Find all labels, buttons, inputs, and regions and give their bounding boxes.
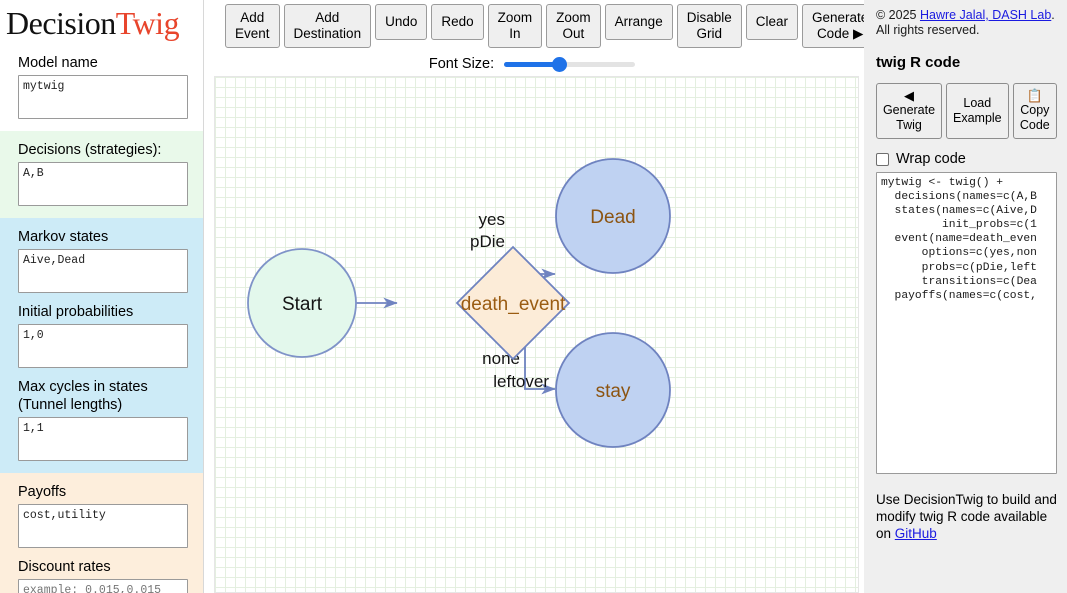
load-example-button[interactable]: Load Example [946,83,1009,139]
clear-button[interactable]: Clear [745,4,798,40]
edge-death-event-to-stay[interactable]: none leftover [482,340,556,395]
disable-grid-button[interactable]: Disable Grid [676,4,742,48]
diagram-canvas[interactable]: yes pDie none leftover Start death_event [214,76,859,593]
label-payoffs: Payoffs [18,484,67,500]
field-initial-probabilities: Initial probabilities [0,303,203,368]
label-markov-states: Markov states [18,229,109,245]
sidebar-section-markov: Markov states Initial probabilities Max … [0,218,203,473]
r-code-textarea[interactable] [876,172,1057,474]
left-triangle-icon: ◀ [904,88,914,103]
generate-twig-button[interactable]: ◀ Generate Twig [876,83,942,139]
logo-part-decision: Decision [6,5,116,41]
top-toolbar: Add Event Add Destination Undo Redo Zoom… [204,0,879,50]
node-start[interactable]: Start [247,248,357,358]
field-discount-rates: Discount rates [0,558,203,593]
field-decisions: Decisions (strategies): [0,141,203,206]
toolbar-button-row: Add Event Add Destination Undo Redo Zoom… [204,0,879,48]
font-size-label: Font Size: [428,56,495,72]
add-destination-button[interactable]: Add Destination [283,4,372,48]
copyright-suffix: . All rights reserved. [876,8,1055,37]
node-dead-label: Dead [590,207,635,228]
node-death-event-label: death_event [461,294,566,315]
edge-label-yes: yes [479,210,505,229]
zoom-in-button[interactable]: Zoom In [487,4,543,48]
font-size-slider[interactable] [504,57,636,72]
label-discount-rates: Discount rates [18,559,111,575]
arrange-button[interactable]: Arrange [604,4,673,40]
generate-twig-line1: Generate [882,103,936,117]
diagram-svg: yes pDie none leftover Start death_event [247,158,671,448]
app-logo: DecisionTwig [0,0,203,44]
copy-code-line1: Copy [1020,103,1050,117]
clipboard-icon: 📋 [1026,88,1043,103]
edge-label-leftover: leftover [493,372,549,391]
input-initial-probabilities[interactable] [18,324,188,368]
slider-track [504,62,636,67]
copyright-notice: © 2025 Hawre Jalal, DASH Lab. All rights… [876,8,1057,38]
input-discount-rates[interactable] [18,579,188,593]
label-initial-probabilities: Initial probabilities [18,304,134,320]
undo-button[interactable]: Undo [375,4,428,40]
field-max-cycles: Max cycles in states (Tunnel lengths) [0,378,203,461]
wrap-code-row: Wrap code [876,151,1057,167]
load-example-line2: Example [953,111,1002,125]
add-event-button[interactable]: Add Event [225,4,280,48]
footnote: Use DecisionTwig to build and modify twi… [876,491,1057,542]
field-markov-states: Markov states [0,228,203,293]
wrap-code-checkbox[interactable] [876,152,889,166]
right-panel-buttons: ◀ Generate Twig Load Example 📋 Copy Code [876,83,1057,139]
right-panel-title: twig R code [876,54,961,71]
sidebar-section-decisions: Decisions (strategies): [0,131,203,218]
copyright-prefix: © 2025 [876,8,920,22]
edge-label-pdie: pDie [470,232,505,251]
field-model-name: Model name [0,54,203,119]
input-max-cycles[interactable] [18,417,188,461]
slider-thumb[interactable] [552,57,568,72]
wrap-code-label: Wrap code [896,151,966,167]
input-payoffs[interactable] [18,504,188,548]
zoom-out-button[interactable]: Zoom Out [546,4,601,48]
load-example-line1: Load [963,96,992,110]
field-payoffs: Payoffs [0,483,203,548]
sidebar-section-payoffs: Payoffs Discount rates [0,473,203,593]
label-model-name: Model name [18,55,98,71]
node-dead[interactable]: Dead [555,158,671,274]
sidebar-section-model: Model name [0,44,203,131]
generate-twig-line2: Twig [896,118,922,132]
right-panel: © 2025 Hawre Jalal, DASH Lab. All rights… [864,0,1067,593]
left-sidebar: DecisionTwig Model name Decisions (strat… [0,0,204,593]
slider-fill [504,62,560,67]
copyright-link[interactable]: Hawre Jalal, DASH Lab [919,8,1052,22]
font-size-control: Font Size: [204,52,860,76]
label-decisions: Decisions (strategies): [18,142,162,158]
input-markov-states[interactable] [18,249,188,293]
logo-part-twig: Twig [115,5,180,41]
node-start-label: Start [282,294,323,315]
node-stay-label: stay [596,381,631,402]
footnote-text: Use DecisionTwig to build and modify twi… [876,492,1057,541]
node-death-event[interactable]: death_event [455,245,571,361]
copy-code-line2: Code [1019,118,1050,132]
copy-code-button[interactable]: 📋 Copy Code [1012,83,1057,139]
github-link[interactable]: GitHub [894,526,937,541]
input-decisions[interactable] [18,162,188,206]
input-model-name[interactable] [18,75,188,119]
redo-button[interactable]: Redo [431,4,484,40]
node-stay[interactable]: stay [555,332,671,448]
label-max-cycles: Max cycles in states (Tunnel lengths) [18,379,148,413]
